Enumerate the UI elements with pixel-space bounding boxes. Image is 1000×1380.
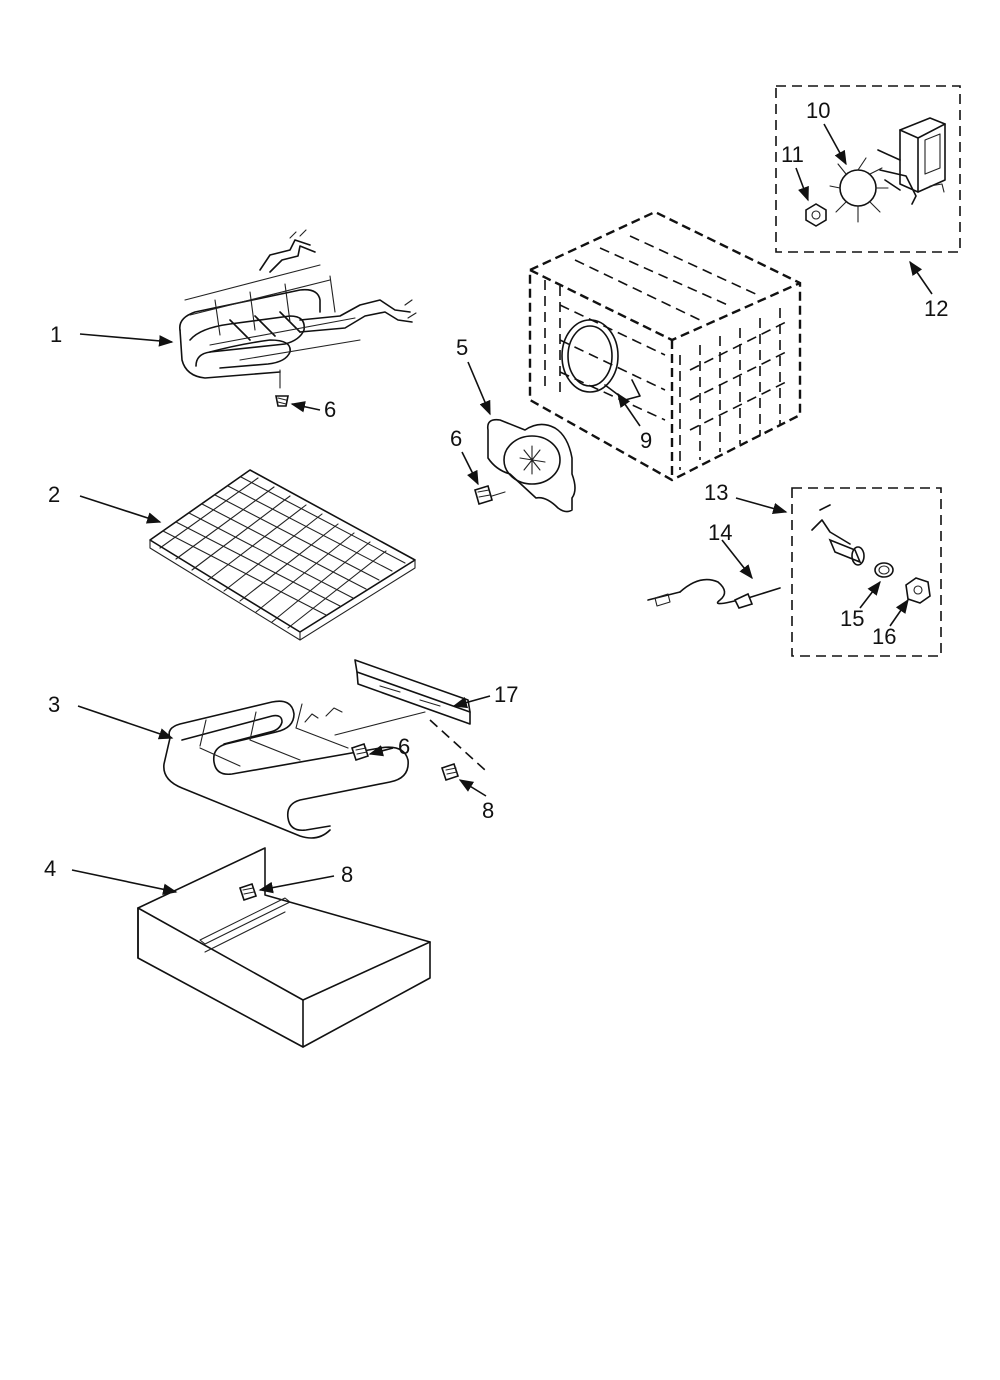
callout-1: 1 [50, 322, 62, 347]
callout-2: 2 [48, 482, 60, 507]
callout-6-broil-screw: 6 [324, 397, 336, 422]
bake-element [163, 659, 486, 839]
callout-leaders [71, 123, 933, 895]
callout-17: 17 [494, 682, 518, 707]
fan-motor-assembly [775, 85, 961, 253]
callout-8-bake-screw: 8 [482, 798, 494, 823]
broil-element [178, 229, 417, 407]
callout-14: 14 [708, 520, 732, 545]
callout-13: 13 [704, 480, 728, 505]
callout-11: 11 [781, 142, 804, 167]
fan-cover-plate [474, 418, 576, 513]
callout-6-bake-screw: 6 [398, 734, 410, 759]
callout-8-panel-screw: 8 [341, 862, 353, 887]
temperature-sensor-assembly [791, 487, 942, 657]
meat-probe [647, 578, 781, 609]
callout-16: 16 [872, 624, 896, 649]
callout-3: 3 [48, 692, 60, 717]
callout-9: 9 [640, 428, 652, 453]
callout-12: 12 [924, 296, 948, 321]
oven-rack [149, 469, 416, 641]
callout-6-cover-screw: 6 [450, 426, 462, 451]
callout-10: 10 [806, 98, 830, 123]
callout-15: 15 [840, 606, 864, 631]
oven-liner-cavity [528, 210, 802, 482]
oven-bottom-panel [137, 847, 431, 1048]
callout-5: 5 [456, 335, 468, 360]
callout-4: 4 [44, 856, 56, 881]
